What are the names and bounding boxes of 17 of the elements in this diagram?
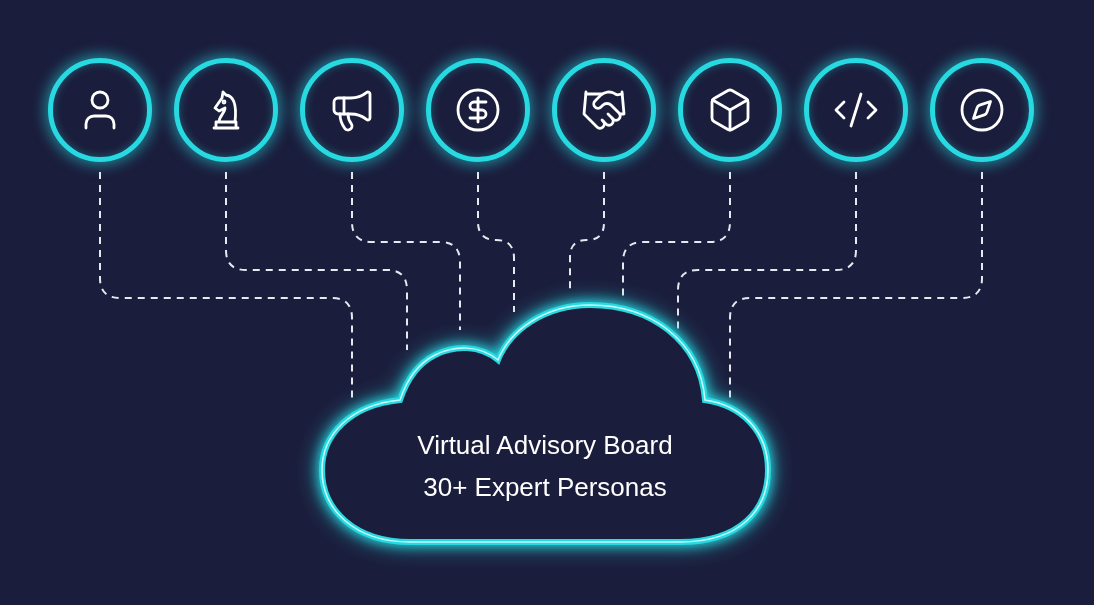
cloud-title: Virtual Advisory Board: [417, 430, 673, 460]
dashed-connector: [622, 171, 731, 297]
dashed-connector: [99, 171, 353, 399]
icon-circle: [552, 58, 656, 162]
icon-circle: [174, 58, 278, 162]
icon-circle: [300, 58, 404, 162]
icon-circle: [804, 58, 908, 162]
icon-circle: [48, 58, 152, 162]
icon-circle: [426, 58, 530, 162]
dashed-connector: [677, 171, 857, 331]
dashed-connector: [729, 171, 983, 399]
dashed-connector: [351, 171, 461, 331]
cloud-subtitle: 30+ Expert Personas: [423, 472, 667, 502]
icon-circle: [930, 58, 1034, 162]
dashed-connector: [225, 171, 408, 351]
icon-circle: [678, 58, 782, 162]
dashed-connector: [477, 171, 515, 313]
